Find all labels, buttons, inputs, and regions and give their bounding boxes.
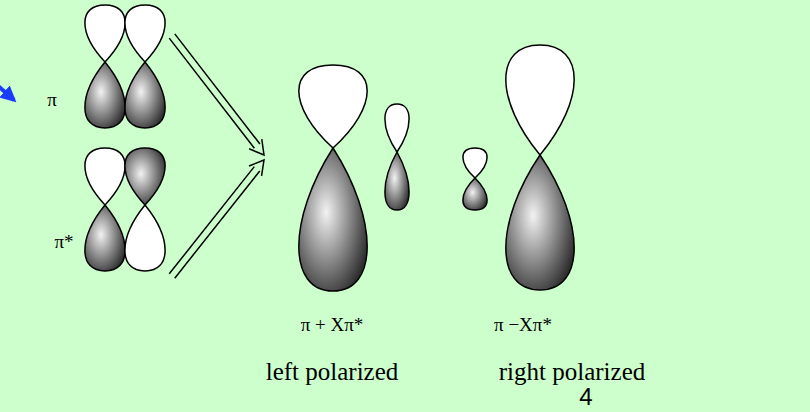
orbital-lobe bbox=[85, 205, 125, 271]
pointer-arrow bbox=[0, 84, 14, 100]
orbital-label: π* bbox=[54, 232, 73, 253]
double-arrow bbox=[169, 160, 264, 278]
orbital-label: π bbox=[47, 90, 57, 111]
orbital-lobe bbox=[506, 155, 574, 290]
orbital-lobe bbox=[85, 5, 125, 62]
orbital-lobe bbox=[299, 148, 367, 291]
orbital-lobe bbox=[85, 148, 125, 205]
orbital-lobe bbox=[85, 62, 125, 128]
orbital-lobe bbox=[463, 178, 487, 210]
page-number: 4 bbox=[579, 384, 592, 410]
combination-label: π + Xπ* bbox=[301, 315, 364, 336]
orbital-lobe bbox=[385, 152, 409, 210]
orbital-lobe bbox=[299, 65, 367, 148]
combination-label: π −Xπ* bbox=[494, 315, 552, 336]
double-arrow bbox=[169, 34, 264, 155]
orbital-lobe bbox=[125, 148, 165, 205]
caption-label: left polarized bbox=[266, 358, 399, 386]
orbital-lobe bbox=[463, 148, 487, 178]
orbital-lobe bbox=[506, 45, 574, 155]
caption-label: right polarized bbox=[499, 358, 645, 386]
orbital-lobe bbox=[385, 104, 409, 152]
orbital-lobe bbox=[125, 205, 165, 271]
orbital-lobe bbox=[125, 5, 165, 62]
orbital-lobe bbox=[125, 62, 165, 128]
